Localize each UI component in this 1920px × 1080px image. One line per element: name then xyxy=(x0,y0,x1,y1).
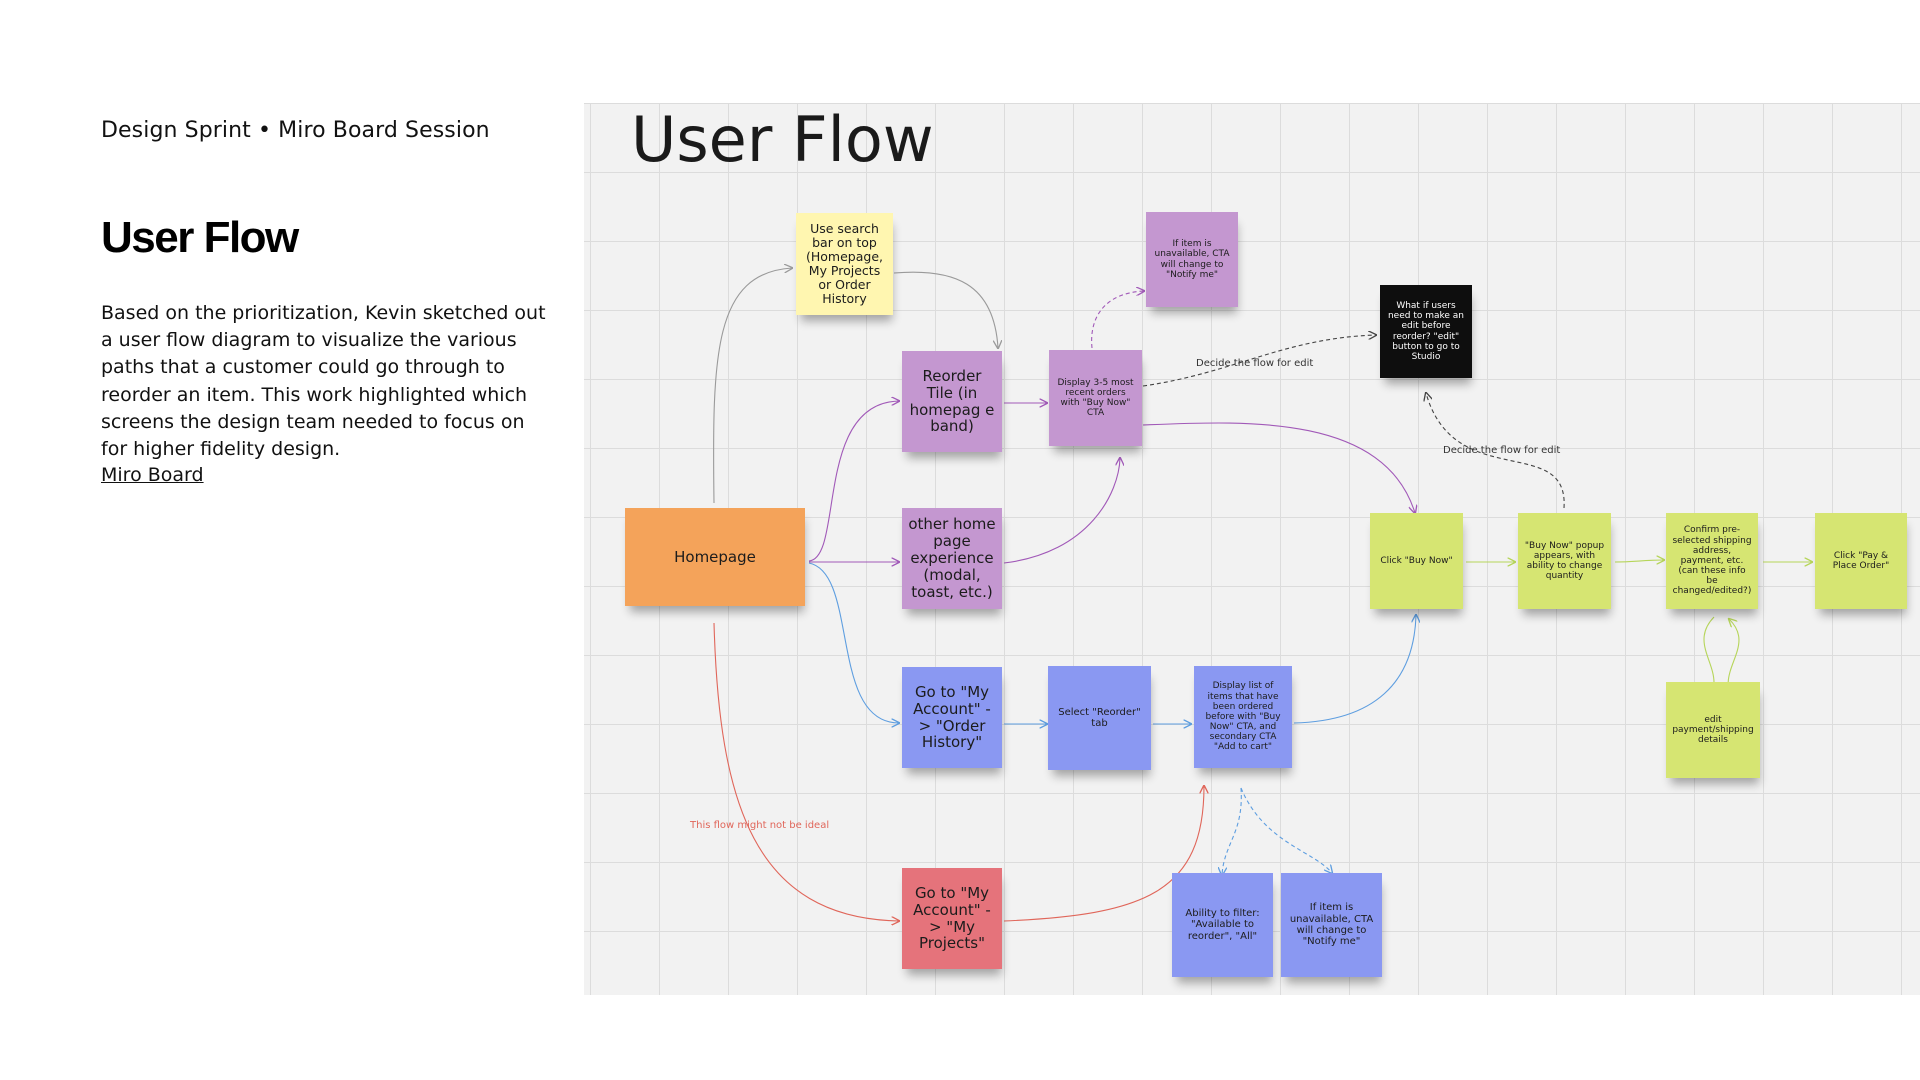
note-display-recent-orders[interactable]: Display 3-5 most recent orders with "Buy… xyxy=(1049,350,1142,446)
note-click-buy-now[interactable]: Click "Buy Now" xyxy=(1370,513,1463,609)
note-unavailable-top[interactable]: If item is unavailable, CTA will change … xyxy=(1146,212,1238,307)
edge-home-projects xyxy=(713,622,899,921)
edge-projects-list xyxy=(1003,786,1204,922)
edge-display-whatif xyxy=(1142,335,1376,387)
edge-home-history xyxy=(808,562,899,723)
description-text: Based on the prioritization, Kevin sketc… xyxy=(101,302,546,461)
miro-board[interactable]: User Flow xyxy=(584,103,1920,995)
label-not-ideal: This flow might not be ideal xyxy=(690,820,830,831)
edge-list-unavailable xyxy=(1240,787,1332,873)
miro-board-link[interactable]: Miro Board xyxy=(101,464,204,486)
note-unavailable-bottom[interactable]: If item is unavailable, CTA will change … xyxy=(1281,873,1382,977)
note-my-projects[interactable]: Go to "My Account" -> "My Projects" xyxy=(902,868,1002,969)
note-reorder-tile[interactable]: Reorder Tile (in homepag e band) xyxy=(902,351,1002,452)
edge-display-unavailable xyxy=(1091,291,1144,349)
label-decide-flow-top: Decide the flow for edit xyxy=(1196,358,1314,369)
edge-popup-whatif xyxy=(1426,393,1565,509)
eyebrow-text: Design Sprint • Miro Board Session xyxy=(101,118,490,143)
edge-home-search xyxy=(713,268,792,504)
note-buy-now-popup[interactable]: "Buy Now" popup appears, with ability to… xyxy=(1518,513,1611,609)
note-confirm-details[interactable]: Confirm pre-selected shipping address, p… xyxy=(1666,513,1758,609)
edge-list-buy xyxy=(1293,615,1416,724)
edge-popup-confirm xyxy=(1614,560,1664,562)
note-what-if-edit[interactable]: What if users need to make an edit befor… xyxy=(1380,285,1472,378)
left-panel: Design Sprint • Miro Board Session User … xyxy=(0,0,580,1080)
edge-display-buy xyxy=(1142,422,1415,513)
note-search-bar[interactable]: Use search bar on top (Homepage, My Proj… xyxy=(796,213,893,315)
note-edit-payment-shipping[interactable]: edit payment/shipping details xyxy=(1666,682,1760,778)
note-order-history[interactable]: Go to "My Account" -> "Order History" xyxy=(902,667,1002,768)
edge-list-filter xyxy=(1222,787,1242,875)
page-title: User Flow xyxy=(101,213,299,262)
note-display-list[interactable]: Display list of items that have been ord… xyxy=(1194,666,1292,768)
edge-home-reorder xyxy=(808,401,899,562)
board-title: User Flow xyxy=(631,103,934,176)
note-pay-place-order[interactable]: Click "Pay & Place Order" xyxy=(1815,513,1907,609)
label-decide-flow-right: Decide the flow for edit xyxy=(1443,445,1561,456)
note-other-home-experience[interactable]: other home page experience (modal, toast… xyxy=(902,508,1002,609)
edge-search-display xyxy=(893,271,998,348)
note-filter[interactable]: Ability to filter: "Available to reorder… xyxy=(1172,873,1273,977)
note-homepage[interactable]: Homepage xyxy=(625,508,805,606)
note-select-reorder-tab[interactable]: Select "Reorder" tab xyxy=(1048,666,1151,770)
edge-other-display xyxy=(1003,458,1120,564)
flow-connectors xyxy=(713,103,1920,995)
